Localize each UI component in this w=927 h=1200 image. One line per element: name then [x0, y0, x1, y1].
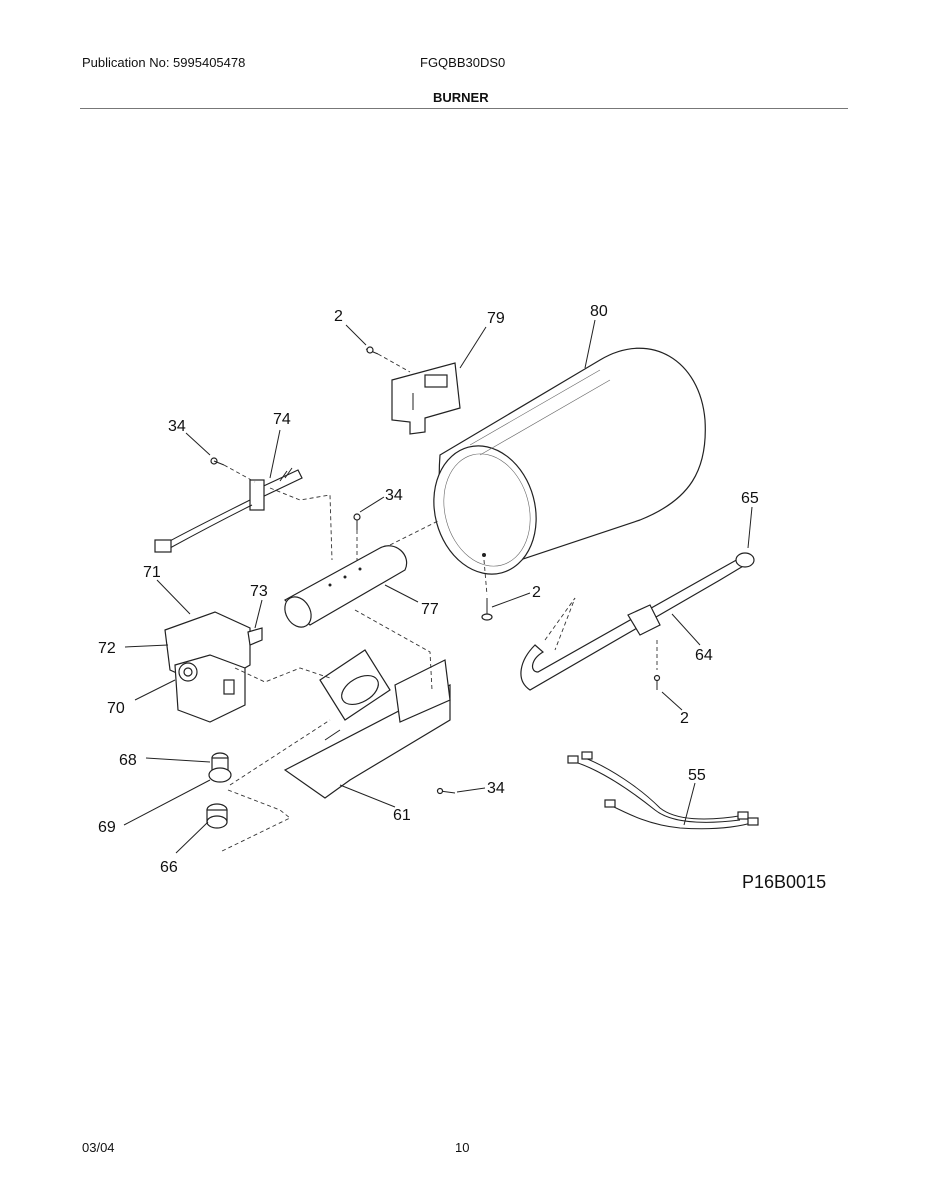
- callout-61: 61: [393, 807, 411, 824]
- assembly-guide-lines: [219, 487, 658, 853]
- callout-55: 55: [688, 767, 706, 784]
- orifice-fitting-part: [206, 752, 232, 829]
- callout-77: 77: [421, 601, 439, 618]
- screw-34-left: [210, 457, 256, 483]
- footer-date: 03/04: [82, 1140, 115, 1155]
- callout-72: 72: [98, 640, 116, 657]
- pipe-cap-part: [735, 552, 755, 568]
- callout-2-top: 2: [334, 308, 343, 325]
- model-number: FGQBB30DS0: [420, 55, 506, 70]
- callout-2-lower: 2: [680, 710, 689, 727]
- diagram-code: P16B0015: [742, 872, 826, 892]
- callout-70: 70: [107, 700, 125, 717]
- screw-2-top: [365, 346, 411, 373]
- callout-80: 80: [590, 303, 608, 320]
- screw-34-middle: [353, 513, 361, 560]
- callout-71: 71: [143, 564, 161, 581]
- header-divider: [80, 108, 848, 109]
- callout-34-left: 34: [168, 418, 186, 435]
- gas-valve-part: [164, 611, 263, 723]
- burner-drum-part: [433, 347, 706, 575]
- screw-2-middle: [481, 598, 493, 621]
- callout-34-middle: 34: [385, 487, 403, 504]
- callout-66: 66: [160, 859, 178, 876]
- callout-65: 65: [741, 490, 759, 507]
- callout-74: 74: [273, 411, 291, 428]
- callout-73: 73: [250, 583, 268, 600]
- callout-79: 79: [487, 310, 505, 327]
- section-title: BURNER: [433, 90, 489, 105]
- callout-68: 68: [119, 752, 137, 769]
- wire-harness-part: [567, 751, 759, 830]
- footer-page-number: 10: [455, 1140, 470, 1155]
- burner-tube-part: [284, 545, 408, 628]
- publication-number: Publication No: 5995405478: [82, 55, 246, 70]
- callout-34-lower: 34: [487, 780, 505, 797]
- leader-lines: [123, 319, 753, 854]
- screw-34-lower: [436, 787, 456, 795]
- callout-64: 64: [695, 647, 713, 664]
- callout-2-middle: 2: [532, 584, 541, 601]
- flame-sensor-part: [154, 467, 303, 553]
- callout-69: 69: [98, 819, 116, 836]
- sensor-bracket-part: [391, 362, 461, 435]
- burner-bracket-part: [283, 649, 451, 799]
- screw-2-lower: [653, 674, 661, 690]
- gas-pipe-part: [520, 557, 746, 691]
